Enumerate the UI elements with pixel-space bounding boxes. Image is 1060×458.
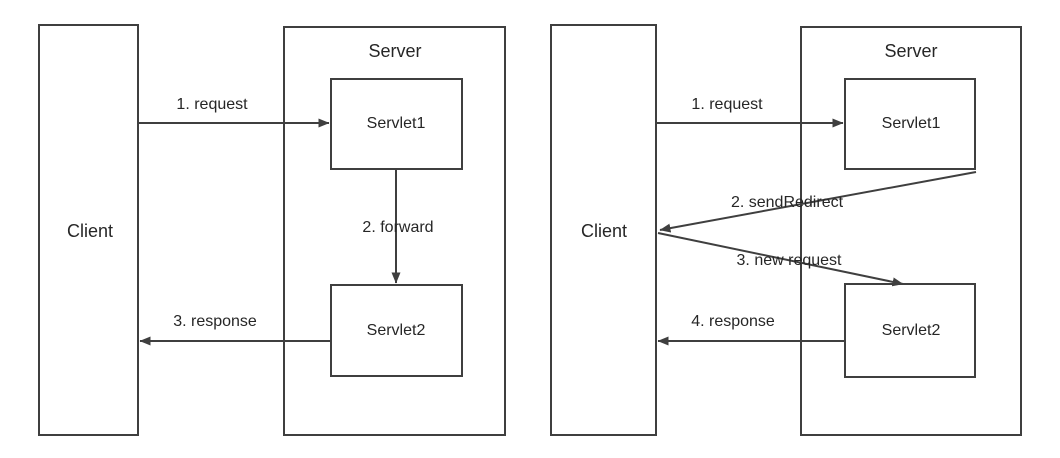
right-servlet2-box xyxy=(844,283,976,378)
left-server-label: Server xyxy=(368,41,422,61)
left-client-box xyxy=(38,24,139,436)
right-servlet1-label: Servlet1 xyxy=(881,115,941,132)
right-arrow-2-sendredirect xyxy=(659,171,977,233)
left-servlet2-box xyxy=(330,284,463,377)
right-arrow-3-label: 3. new request xyxy=(736,252,842,269)
left-arrow-2-label: 2. forward xyxy=(362,219,434,236)
left-arrow-1-label: 1. request xyxy=(176,96,248,113)
left-server-box xyxy=(283,26,506,436)
left-client-label: Client xyxy=(66,221,114,241)
right-arrow-1-label: 1. request xyxy=(691,96,763,113)
right-arrow-2-label: 2. sendRedirect xyxy=(730,194,844,211)
left-arrow-3-label: 3. response xyxy=(173,313,257,330)
left-servlet2-label: Servlet2 xyxy=(366,322,426,339)
right-client-box xyxy=(550,24,657,436)
left-servlet1-label: Servlet1 xyxy=(366,115,426,132)
right-client-label: Client xyxy=(580,221,628,241)
right-server-label: Server xyxy=(884,41,938,61)
right-servlet2-label: Servlet2 xyxy=(881,322,941,339)
left-servlet1-box xyxy=(330,78,463,170)
right-arrow-4-label: 4. response xyxy=(691,313,775,330)
right-arrow-3-new-request xyxy=(657,232,904,287)
right-servlet1-box xyxy=(844,78,976,170)
right-server-box xyxy=(800,26,1022,436)
